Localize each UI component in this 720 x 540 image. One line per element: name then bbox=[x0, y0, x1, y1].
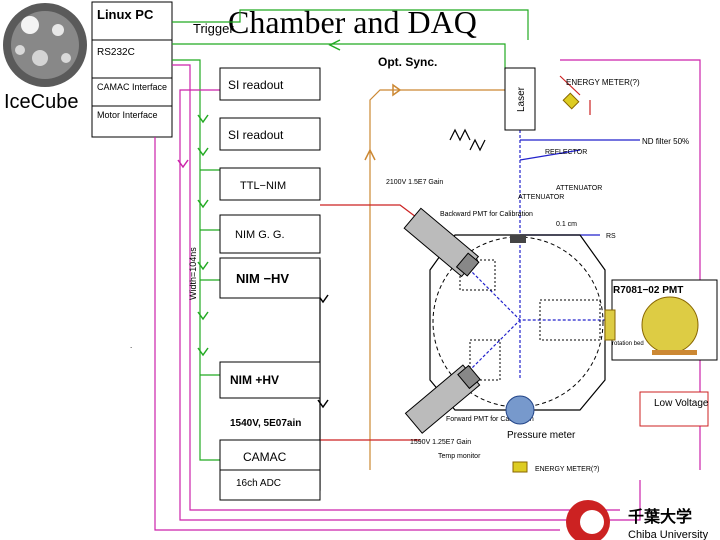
camac-box: CAMAC 16ch ADC bbox=[219, 439, 321, 501]
si-readout-2-label: SI readout bbox=[228, 128, 284, 142]
label-01cm: 0.1 cm bbox=[556, 221, 577, 228]
nim-plus-hv-box: NIM +HV bbox=[219, 361, 321, 399]
nim-gg-label: NIM G. G. bbox=[235, 229, 285, 241]
si-readout-2-box: SI readout bbox=[219, 117, 321, 151]
hv-minus-value: 2100V 1.5E7 Gain bbox=[386, 179, 443, 186]
nim-minus-hv-box: NIM −HV bbox=[219, 257, 321, 299]
low-voltage-box: Low Voltage bbox=[639, 391, 709, 427]
motor-interface-port: Motor Interface bbox=[97, 110, 158, 120]
chiba-name: Chiba University bbox=[628, 529, 709, 540]
trigger-label: Trigger bbox=[193, 21, 234, 36]
ttl-nim-label: TTL−NIM bbox=[240, 180, 286, 192]
icecube-logo: IceCube bbox=[3, 3, 87, 113]
camac-interface-port: CAMAC Interface bbox=[97, 82, 167, 92]
logo-text: IceCube bbox=[4, 91, 79, 113]
linux-pc-block: Linux PC RS232C CAMAC Interface Motor In… bbox=[91, 1, 173, 138]
reflector-label: REFLECTOR bbox=[545, 149, 587, 156]
camac-label: CAMAC bbox=[243, 450, 287, 464]
linux-pc-label: Linux PC bbox=[97, 7, 154, 22]
laser-block: Laser bbox=[504, 67, 536, 131]
pressure-meter-label: Pressure meter bbox=[507, 430, 576, 441]
nim-plus-hv-label: NIM +HV bbox=[230, 373, 279, 387]
rotation-bed-label: rotation bed bbox=[612, 341, 644, 347]
opt-sync-label: Opt. Sync. bbox=[378, 55, 437, 69]
hv-plus-value: 1540V, 5E07ain bbox=[230, 418, 301, 429]
attenuator-label: ATTENUATOR bbox=[518, 194, 564, 201]
ttl-nim-box: TTL−NIM bbox=[219, 167, 321, 201]
forward-pmt bbox=[404, 364, 481, 434]
width-label: Width=104ns bbox=[188, 247, 198, 300]
backward-pmt-label: Backward PMT for Calibration bbox=[440, 211, 533, 218]
wiring bbox=[154, 9, 701, 531]
chiba-kanji: 千葉大学 bbox=[628, 507, 692, 526]
backward-pmt bbox=[403, 207, 480, 278]
laser-label: Laser bbox=[516, 86, 527, 112]
nim-gg-box: NIM G. G. bbox=[219, 214, 321, 254]
flow-arrows bbox=[177, 39, 402, 409]
chiba-university-logo: 千葉大学 Chiba University bbox=[566, 500, 709, 540]
r7081-pmt: R7081−02 PMT bbox=[604, 279, 718, 361]
stray-dot: . bbox=[130, 341, 132, 350]
forward-hv-label: 1590V 1.25E7 Gain bbox=[410, 439, 471, 446]
nim-minus-hv-label: NIM −HV bbox=[236, 271, 289, 286]
attenuator-top-label: ATTENUATOR bbox=[556, 185, 602, 192]
label-rs: RS bbox=[606, 233, 616, 240]
energy-meter-top-icon bbox=[562, 92, 580, 110]
rs232c-port: RS232C bbox=[97, 47, 135, 58]
energy-meter-top-label: ENERGY METER(?) bbox=[566, 78, 640, 87]
forward-pmt-label: Forward PMT for Calibration bbox=[446, 416, 534, 423]
energy-meter-bottom-label: ENERGY METER(?) bbox=[535, 466, 599, 473]
temp-monitor-label: Temp monitor bbox=[438, 453, 481, 460]
pmt-name-label: R7081−02 PMT bbox=[613, 285, 683, 296]
nd-filter-label: ND filter 50% bbox=[642, 137, 689, 146]
si-readout-1-label: SI readout bbox=[228, 78, 284, 92]
si-readout-1-box: SI readout bbox=[219, 67, 321, 101]
adc-label: 16ch ADC bbox=[236, 478, 281, 489]
pressure-meter bbox=[505, 395, 535, 473]
low-voltage-label: Low Voltage bbox=[654, 398, 709, 409]
